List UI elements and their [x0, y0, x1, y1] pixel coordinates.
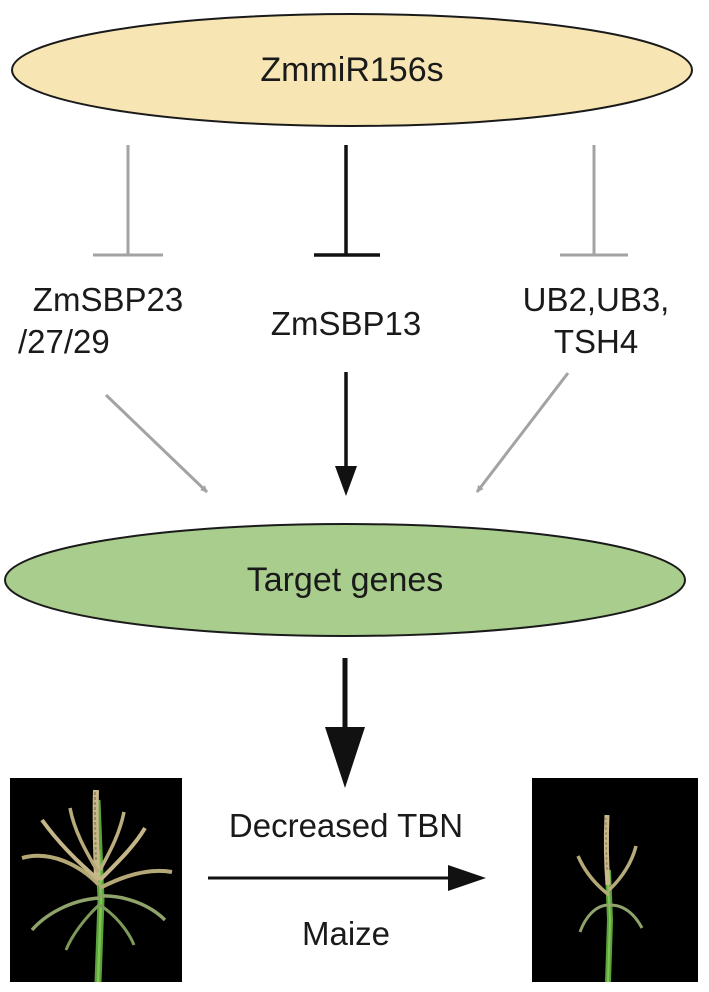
inhibition-edge-right	[560, 145, 628, 257]
sbp-left-label-line2: /27/29	[18, 323, 110, 360]
activation-edge-center	[335, 372, 357, 496]
tbn-arrow	[208, 865, 486, 891]
inhibition-edge-center	[314, 145, 380, 257]
sbp-center-label: ZmSBP13	[270, 305, 422, 342]
maize-tassel-many-branches-photo	[10, 778, 182, 983]
inhibition-edge-left	[93, 145, 163, 257]
mirna-label: ZmmiR156s	[260, 51, 444, 89]
decreased-tbn-label: Decreased TBN	[228, 807, 464, 844]
target-genes-label: Target genes	[246, 561, 444, 599]
target-ellipse	[4, 523, 686, 637]
activation-edge-left	[104, 393, 209, 494]
maize-tassel-few-branches-photo	[532, 778, 698, 983]
sbp-right-label-line1: UB2,UB3,	[522, 281, 670, 318]
outcome-arrow	[325, 658, 365, 788]
maize-label: Maize	[301, 915, 391, 952]
sbp-right-label-line2: TSH4	[553, 323, 639, 360]
mirna-ellipse	[11, 13, 693, 127]
activation-edge-right	[475, 372, 570, 493]
sbp-left-label-line1: ZmSBP23	[32, 281, 184, 318]
